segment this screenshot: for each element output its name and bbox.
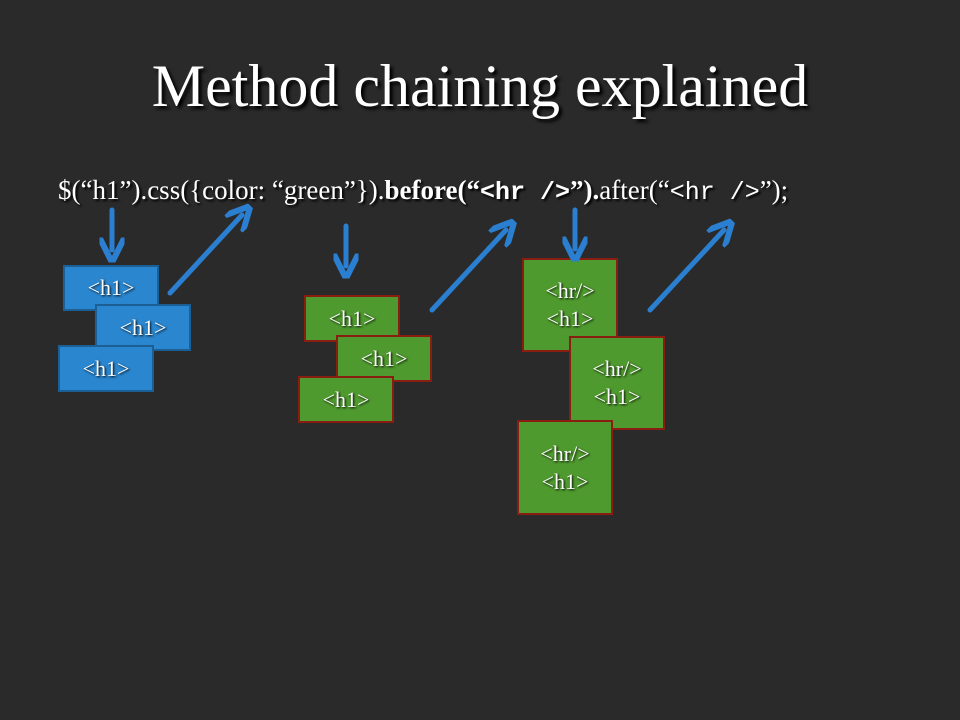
blue-h1-box-1: <h1> — [63, 265, 159, 311]
box-label-hr: <hr/> — [540, 440, 590, 466]
code-after-open: after(“ — [599, 175, 670, 205]
code-before-open: before(“ — [384, 175, 480, 205]
box-label-h1: <h1> — [593, 384, 641, 409]
box-label: <h1> — [328, 305, 376, 331]
code-selector-css: $(“h1”).css({color: “green”}). — [58, 175, 385, 205]
box-label: <h1> — [87, 275, 135, 300]
green-h1-box-1: <h1> — [304, 295, 400, 342]
green-h1-box-3: <h1> — [298, 376, 394, 423]
arrow-up-right-icon — [647, 230, 724, 313]
box-label-hr: <hr/> — [545, 278, 595, 303]
box-label: <h1> — [322, 386, 370, 412]
code-before-close: ”). — [570, 175, 600, 205]
green-hr-h1-box-3: <hr/><h1> — [517, 420, 613, 515]
arrow-up-right-icon — [429, 230, 506, 313]
code-after-arg: <hr /> — [669, 178, 760, 207]
blue-h1-box-2: <h1> — [95, 304, 191, 351]
box-label-hr: <hr/> — [592, 356, 642, 381]
arrow-up-right-icon — [167, 215, 242, 296]
box-label: <h1> — [82, 355, 130, 381]
box-label: <h1> — [119, 314, 167, 340]
box-label-h1: <h1> — [546, 306, 594, 331]
box-label: <h1> — [360, 345, 408, 371]
green-h1-box-2: <h1> — [336, 335, 432, 382]
box-label-h1: <h1> — [541, 468, 589, 494]
blue-h1-box-3: <h1> — [58, 345, 154, 392]
code-after-close: ”); — [759, 175, 789, 205]
code-line: $(“h1”).css({color: “green”}).before(“<h… — [58, 175, 788, 207]
code-before-arg: <hr /> — [479, 178, 570, 207]
green-hr-h1-box-2: <hr/> <h1> — [569, 336, 665, 430]
slide-title: Method chaining explained — [151, 53, 809, 119]
